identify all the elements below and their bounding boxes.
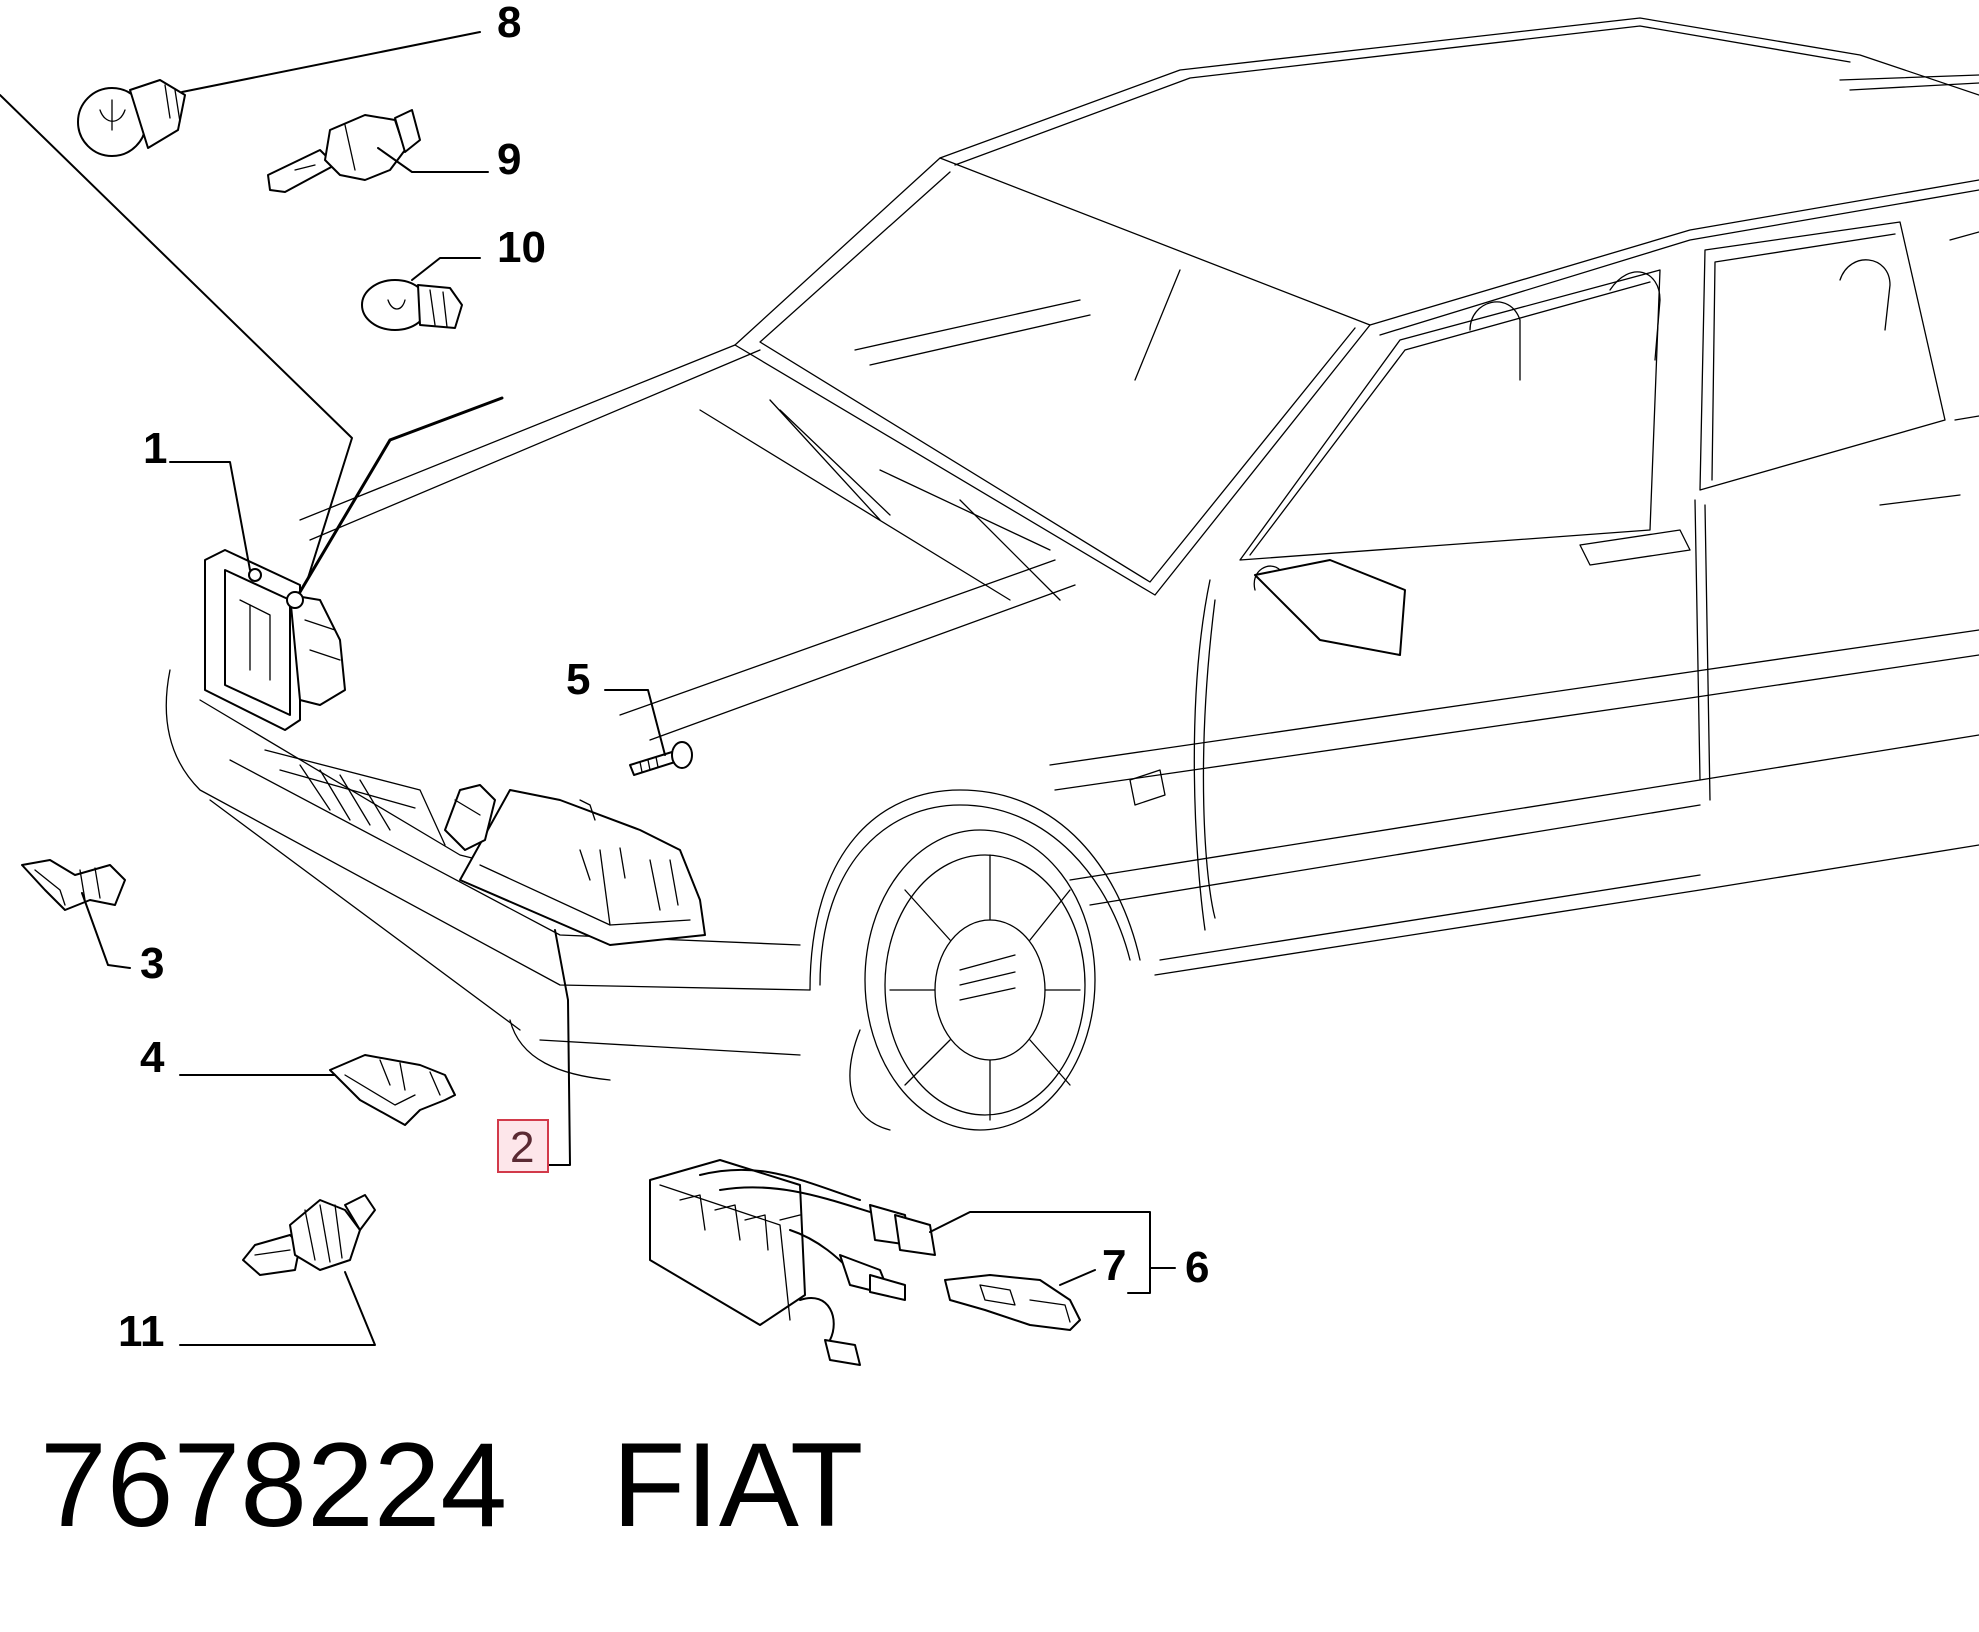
wiring-harness-part: [649, 1159, 1081, 1366]
brand-name: FIAT: [612, 1418, 864, 1552]
callout-1: 1: [143, 424, 167, 473]
callout-3: 3: [140, 939, 164, 988]
callout-labels: 8 9 10 1 5 3 4 7 6 11 2: [118, 0, 1209, 1356]
car-illustration: [165, 17, 1979, 1131]
bolt-part: [629, 741, 693, 776]
callout-5: 5: [566, 655, 590, 704]
bulb-11-part: [242, 1194, 376, 1276]
highlight-box: [497, 1119, 549, 1173]
callout-6: 6: [1185, 1243, 1209, 1292]
callout-2-highlighted: 2: [510, 1123, 534, 1172]
fog-lamp-part: [329, 1054, 456, 1126]
bulb-10-part: [361, 279, 463, 331]
side-lamp-holder-part: [21, 859, 126, 911]
bulb-8-part: [77, 79, 186, 157]
left-headlamp-part: [204, 549, 346, 731]
callout-10: 10: [497, 223, 546, 272]
callout-4: 4: [140, 1033, 165, 1082]
part-number: 7678224: [40, 1418, 508, 1552]
bulb-9-part: [267, 109, 421, 193]
callout-11: 11: [118, 1307, 165, 1356]
callout-7: 7: [1102, 1241, 1126, 1290]
right-headlamp-part: [444, 784, 706, 946]
callout-9: 9: [497, 135, 521, 184]
callout-8: 8: [497, 0, 521, 47]
leader-lines: [0, 31, 1176, 1346]
